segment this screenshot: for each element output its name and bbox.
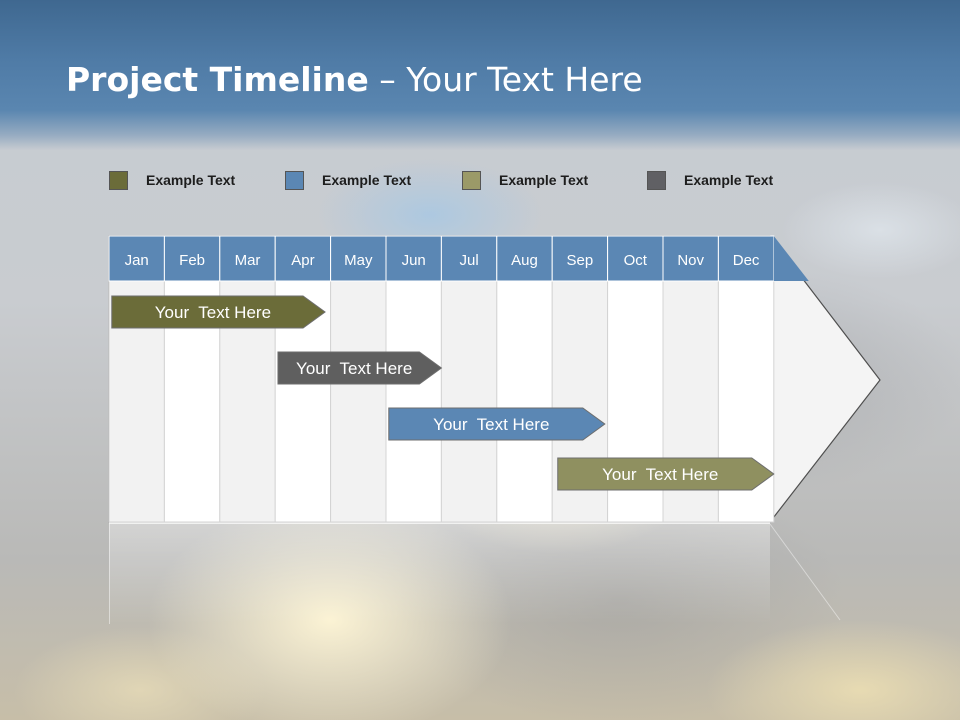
timeline-reflection [109, 523, 841, 624]
month-column-may [330, 280, 387, 523]
legend-label-4: Example Text [684, 172, 774, 188]
month-header-jul [440, 235, 498, 282]
task-bar-label-2: Your Text Here [296, 359, 412, 378]
month-header-aug [496, 235, 553, 282]
month-header-dec [717, 235, 775, 282]
task-bar-2[interactable]: Your Text Here [277, 351, 443, 385]
header-band [0, 0, 960, 150]
legend-item-3: Example Text [462, 170, 588, 190]
legend-item-1: Example Text [109, 170, 235, 190]
title-bold: Project Timeline [66, 60, 369, 99]
timeline-body-top-shadow [109, 522, 770, 524]
legend-item-2: Example Text [285, 170, 411, 190]
title-rest: – Your Text Here [368, 60, 643, 99]
task-bar-1[interactable]: Your Text Here [111, 295, 326, 329]
legend-label-1: Example Text [146, 172, 236, 188]
month-label-oct: Oct [624, 252, 648, 269]
month-header-jun [385, 235, 442, 282]
task-bar-label-4: Your Text Here [602, 465, 718, 484]
month-header-nov [662, 235, 719, 282]
month-column-jul [440, 280, 498, 523]
month-label-dec: Dec [733, 252, 760, 269]
legend-swatch-4 [647, 170, 666, 190]
task-bar-shape-4 [557, 457, 775, 491]
month-label-feb: Feb [179, 252, 205, 269]
month-label-jan: Jan [125, 252, 149, 269]
page-title: Project Timeline – Your Text Here [66, 60, 643, 99]
legend-swatch-2 [285, 170, 304, 190]
month-label-jun: Jun [402, 252, 426, 269]
legend-label-2: Example Text [322, 172, 412, 188]
month-label-jul: Jul [460, 252, 479, 269]
month-header-tip [773, 236, 809, 281]
task-bar-shape-1 [111, 295, 326, 329]
legend-item-4: Example Text [647, 170, 773, 190]
month-label-may: May [344, 252, 373, 269]
task-bar-3[interactable]: Your Text Here [388, 407, 606, 441]
month-column-jun [385, 280, 442, 523]
month-label-sep: Sep [567, 252, 594, 269]
legend-label-3: Example Text [499, 172, 589, 188]
task-bar-label-3: Your Text Here [433, 415, 549, 434]
month-header-apr [274, 235, 332, 282]
task-bar-shape-2 [277, 351, 443, 385]
month-label-aug: Aug [511, 252, 538, 269]
month-label-nov: Nov [677, 252, 704, 269]
month-header-may [330, 235, 387, 282]
legend-swatch-3 [462, 170, 481, 190]
month-label-apr: Apr [291, 252, 314, 269]
task-bar-4[interactable]: Your Text Here [557, 457, 775, 491]
month-header-mar [219, 235, 276, 282]
month-label-mar: Mar [235, 252, 261, 269]
task-bar-label-1: Your Text Here [155, 303, 271, 322]
month-header-jan [108, 235, 165, 282]
legend-swatch-1 [109, 170, 128, 190]
month-column-aug [496, 280, 553, 523]
month-header-feb [163, 235, 221, 282]
task-bar-shape-3 [388, 407, 606, 441]
